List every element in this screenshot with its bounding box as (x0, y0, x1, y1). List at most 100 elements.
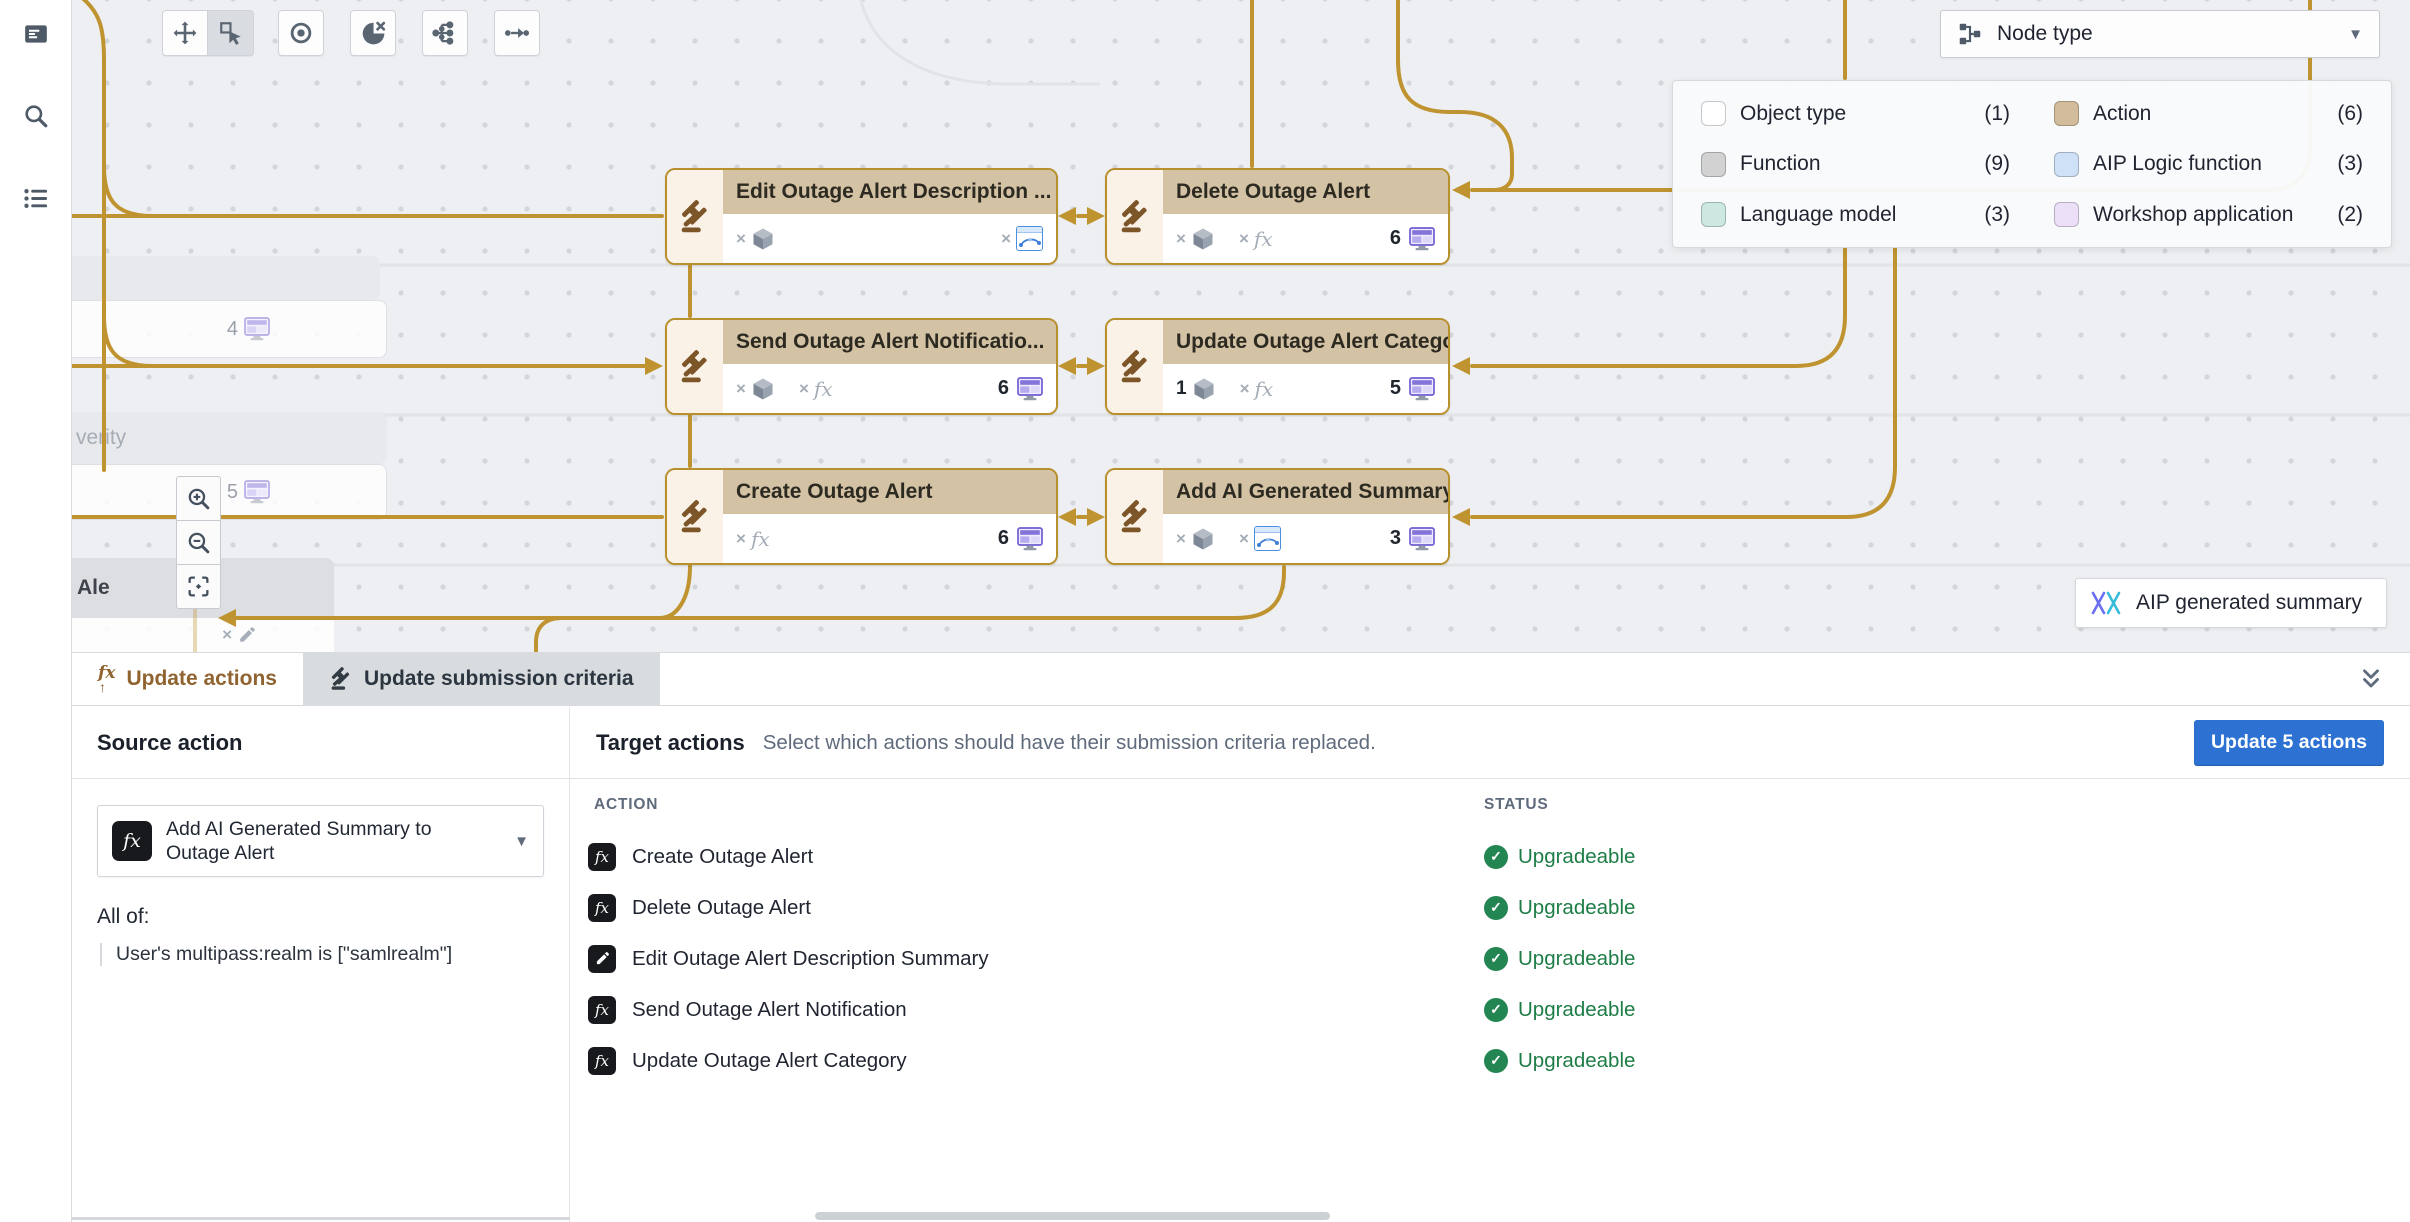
workshop-monitor-icon (1017, 377, 1043, 401)
fx-badge-icon: fx (588, 893, 616, 922)
remove-x: × (222, 625, 232, 644)
check-circle-icon: ✓ (1484, 946, 1508, 971)
function-update-icon: fx↑ (98, 662, 116, 695)
function-badge: ×fx (736, 526, 770, 551)
node-title: Edit Outage Alert Description ... (723, 170, 1056, 214)
search-icon[interactable] (16, 96, 56, 136)
cube-icon (1191, 227, 1215, 251)
legend-swatch (2054, 101, 2079, 126)
panel-icon[interactable] (16, 14, 56, 54)
legend-swatch (1701, 101, 1726, 126)
workshop-count: 5 (226, 480, 238, 503)
node-type-label: Node type (1997, 22, 2093, 45)
faded-node-header (72, 256, 380, 300)
legend-item-language-model[interactable]: Language model (3) (1701, 202, 2010, 227)
clipped-node-title: verity (76, 426, 127, 449)
legend-item-workshop-application[interactable]: Workshop application (2) (2054, 202, 2363, 227)
pencil-icon (238, 626, 256, 644)
legend-item-function[interactable]: Function (9) (1701, 151, 2010, 177)
workshop-count: 4 (226, 317, 238, 340)
function-badge: ×fx (798, 376, 833, 401)
graph-node-update-outage-alert-category[interactable]: Update Outage Alert Category 1 ×fx 5 (1105, 318, 1450, 415)
node-type-select[interactable]: Node type ▼ (1940, 10, 2380, 58)
legend-item-aip-logic-function[interactable]: AIP Logic function (3) (2054, 151, 2363, 177)
chevron-down-icon: ▼ (514, 832, 529, 850)
legend-swatch (1701, 202, 1726, 227)
source-action-column: Source action fx Add AI Generated Summar… (72, 707, 570, 1222)
hierarchy-icon[interactable] (422, 10, 468, 56)
fx-badge-icon: fx (588, 995, 616, 1024)
pencil-badge-icon (588, 944, 616, 973)
source-action-select[interactable]: fx Add AI Generated Summary to Outage Al… (97, 805, 544, 877)
target-actions-heading: Target actions (596, 729, 745, 755)
move-icon[interactable] (162, 10, 208, 56)
object-type-badge: × (736, 377, 775, 401)
legend-item-action[interactable]: Action (6) (2054, 101, 2363, 126)
workshop-badge: 5 (1390, 377, 1435, 401)
zoom-controls (176, 476, 221, 609)
table-row[interactable]: fx Update Outage Alert Category ✓ Upgrad… (570, 1035, 2410, 1086)
legend-item-object-type[interactable]: Object type (1) (1701, 101, 2010, 126)
workshop-monitor-icon (1409, 227, 1435, 251)
edge-arrow-icon[interactable] (494, 10, 540, 56)
gavel-icon (1107, 320, 1163, 413)
cube-icon (1191, 527, 1215, 551)
status-badge: Upgradeable (1518, 1048, 1636, 1072)
graph-canvas[interactable]: 4 verity 5 Ale × (72, 0, 2410, 652)
pie-close-icon[interactable] (350, 10, 396, 56)
logic-function-badge: × (1001, 226, 1043, 251)
workshop-monitor-icon (244, 317, 270, 341)
workshop-badge: 6 (998, 527, 1043, 551)
clipped-node-title: Ale (77, 576, 110, 599)
gavel-icon (1107, 470, 1163, 563)
node-title: Delete Outage Alert (1163, 170, 1448, 214)
aip-generated-summary-chip[interactable]: AIP generated summary (2075, 578, 2387, 628)
target-icon[interactable] (278, 10, 324, 56)
graph-node-add-ai-generated-summary[interactable]: Add AI Generated Summary to... × × 3 (1105, 468, 1450, 565)
target-actions-subtitle: Select which actions should have their s… (762, 730, 1376, 754)
object-type-badge: × (1176, 227, 1215, 251)
column-header-status: STATUS (1484, 796, 1549, 813)
cube-icon (751, 227, 775, 251)
table-row[interactable]: fx Send Outage Alert Notification ✓ Upgr… (570, 984, 2410, 1035)
chevron-double-down-icon (2358, 666, 2384, 692)
graph-node-send-outage-alert-notification[interactable]: Send Outage Alert Notificatio... × ×fx 6 (665, 318, 1058, 415)
node-title: Create Outage Alert (723, 470, 1056, 514)
horizontal-scrollbar[interactable] (815, 1212, 1330, 1220)
update-actions-button[interactable]: Update 5 actions (2193, 719, 2384, 766)
all-of-label: All of: (97, 905, 150, 928)
target-actions-column: Target actions Select which actions shou… (570, 707, 2410, 1222)
zoom-out-icon[interactable] (176, 520, 221, 565)
function-badge: ×fx (1238, 226, 1273, 251)
fx-badge-icon: fx (112, 821, 152, 861)
fx-icon: fx (813, 376, 833, 401)
table-row[interactable]: Edit Outage Alert Description Summary ✓ … (570, 933, 2410, 984)
status-badge: Upgradeable (1518, 844, 1636, 868)
fx-badge-icon: fx (588, 842, 616, 871)
left-sidebar (0, 0, 72, 1222)
list-icon[interactable] (16, 178, 56, 218)
tab-update-actions[interactable]: fx↑ Update actions (98, 662, 277, 695)
graph-node-edit-outage-alert[interactable]: Edit Outage Alert Description ... × × (665, 168, 1058, 265)
workshop-monitor-icon (1409, 377, 1435, 401)
graph-node-delete-outage-alert[interactable]: Delete Outage Alert × ×fx 6 (1105, 168, 1450, 265)
table-row[interactable]: fx Create Outage Alert ✓ Upgradeable (570, 831, 2410, 882)
horizontal-scrollbar[interactable] (72, 1217, 570, 1220)
node-type-legend: Object type (1) Action (6) Function (9) … (1672, 80, 2392, 248)
graph-node-create-outage-alert[interactable]: Create Outage Alert ×fx 6 (665, 468, 1058, 565)
gavel-icon (1107, 170, 1163, 263)
zoom-in-icon[interactable] (176, 476, 221, 521)
check-circle-icon: ✓ (1484, 1048, 1508, 1073)
node-title: Update Outage Alert Category (1163, 320, 1448, 364)
zoom-fit-icon[interactable] (176, 564, 221, 609)
gavel-icon (667, 470, 723, 563)
fx-icon: fx (1254, 376, 1274, 401)
collapse-panel-button[interactable] (2358, 666, 2384, 692)
node-title: Send Outage Alert Notificatio... (723, 320, 1056, 364)
table-row[interactable]: fx Delete Outage Alert ✓ Upgradeable (570, 882, 2410, 933)
select-cursor-icon[interactable] (208, 10, 254, 56)
workshop-monitor-icon (244, 480, 270, 504)
canvas-toolbar (162, 10, 540, 56)
tab-update-submission-criteria[interactable]: Update submission criteria (302, 653, 660, 705)
update-submission-criteria-panel: Source action fx Add AI Generated Summar… (72, 707, 2410, 1222)
